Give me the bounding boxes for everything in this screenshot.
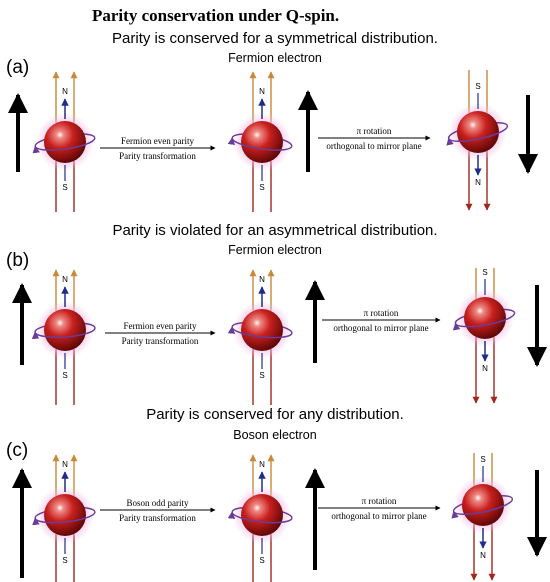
panel-b-heading: Parity is violated for an asymmetrical d… — [112, 222, 438, 239]
panel-b-sphere-1-bottom-pole-label: S — [62, 371, 67, 380]
panel-a-sphere-1-top-pole-label: N — [62, 87, 68, 96]
panel-b-sphere-1-sphere — [44, 309, 86, 351]
panel-a-label: (a) — [6, 57, 30, 78]
panel-a-sphere-2-sphere — [241, 121, 283, 163]
panel-c-sphere-3-sphere — [462, 484, 504, 526]
panel-b-subheading: Fermion electron — [228, 243, 322, 257]
panel-a-sphere-3-bottom-pole-label: N — [475, 178, 481, 187]
panel-a-subheading: Fermion electron — [228, 51, 322, 65]
panel-c-subheading: Boson electron — [233, 428, 317, 442]
panel-c-sphere-1-top-pole-label: N — [62, 460, 68, 469]
panel-b-transform2-line1: π rotation — [364, 308, 399, 318]
panel-c-sphere-1-bottom-pole-label: S — [62, 556, 67, 565]
panel-b-transform1-line2: Parity transformation — [122, 336, 199, 346]
panel-a-sphere-2-ring-front — [227, 137, 293, 151]
panel-b-transform1-line1: Fermion even parity — [124, 321, 197, 331]
panel-b-sphere-1-ring-front — [31, 327, 96, 340]
panel-b-sphere-2-top-pole-label: N — [259, 275, 265, 284]
panel-c-sphere-2-bottom-pole-label: S — [259, 556, 264, 565]
panel-c-sphere-2-top-pole-label: N — [259, 460, 265, 469]
panel-b-sphere-3-ring-front — [452, 312, 516, 331]
panel-c-sphere-3-top-pole-label: S — [480, 455, 485, 464]
panel-c-heading: Parity is conserved for any distribution… — [146, 406, 404, 423]
panel-c-sphere-1-ring-front — [32, 511, 96, 526]
panel-a-transform1-line1: Fermion even parity — [121, 136, 194, 146]
panel-b-sphere-2-ring-front — [227, 326, 293, 339]
panel-b-label: (b) — [6, 250, 30, 271]
panel-a-transform1-line2: Parity transformation — [119, 151, 196, 161]
panel-a-heading: Parity is conserved for a symmetrical di… — [112, 30, 438, 47]
panel-a-sphere-1-sphere — [44, 121, 86, 163]
panel-a-sphere-3-sphere — [457, 111, 499, 153]
panel-c-sphere-3-bottom-pole-label: N — [480, 551, 486, 560]
panel-c-sphere-3-ring-front — [451, 498, 514, 519]
panel-a-transform2-line2: orthogonal to mirror plane — [326, 141, 421, 151]
panel-b-sphere-3-top-pole-label: S — [482, 268, 487, 277]
panel-c-sphere-2-ring-front — [227, 511, 293, 524]
panel-a-transform2-line1: π rotation — [357, 126, 392, 136]
panel-a-sphere-1-bottom-pole-label: S — [62, 183, 67, 192]
panel-b-transform2-line2: orthogonal to mirror plane — [333, 323, 428, 333]
panel-b-sphere-1-top-pole-label: N — [62, 275, 68, 284]
panel-c-sphere-1-sphere — [44, 494, 86, 536]
panel-b-sphere-2-sphere — [241, 309, 283, 351]
panel-b-sphere-3-bottom-pole-label: N — [482, 364, 488, 373]
panel-b-sphere-2-bottom-pole-label: S — [259, 371, 264, 380]
figure-title: Parity conservation under Q-spin. — [92, 6, 340, 25]
panel-c-sphere-2-sphere — [241, 494, 283, 536]
panel-c-transform1-line2: Parity transformation — [119, 513, 196, 523]
panel-a-sphere-2-bottom-pole-label: S — [259, 183, 264, 192]
panel-b-sphere-3-sphere — [464, 297, 506, 339]
panel-a-sphere-3-ring-front — [446, 125, 509, 146]
panel-a-sphere-2-top-pole-label: N — [259, 87, 265, 96]
panel-c-label: (c) — [6, 440, 29, 461]
panel-c-transform2-line2: orthogonal to mirror plane — [331, 511, 426, 521]
panel-c-transform2-line1: π rotation — [362, 496, 397, 506]
panel-a-sphere-1-ring-front — [32, 137, 96, 154]
panel-a-sphere-3-top-pole-label: S — [475, 82, 480, 91]
panel-c-transform1-line1: Boson odd parity — [127, 498, 189, 508]
